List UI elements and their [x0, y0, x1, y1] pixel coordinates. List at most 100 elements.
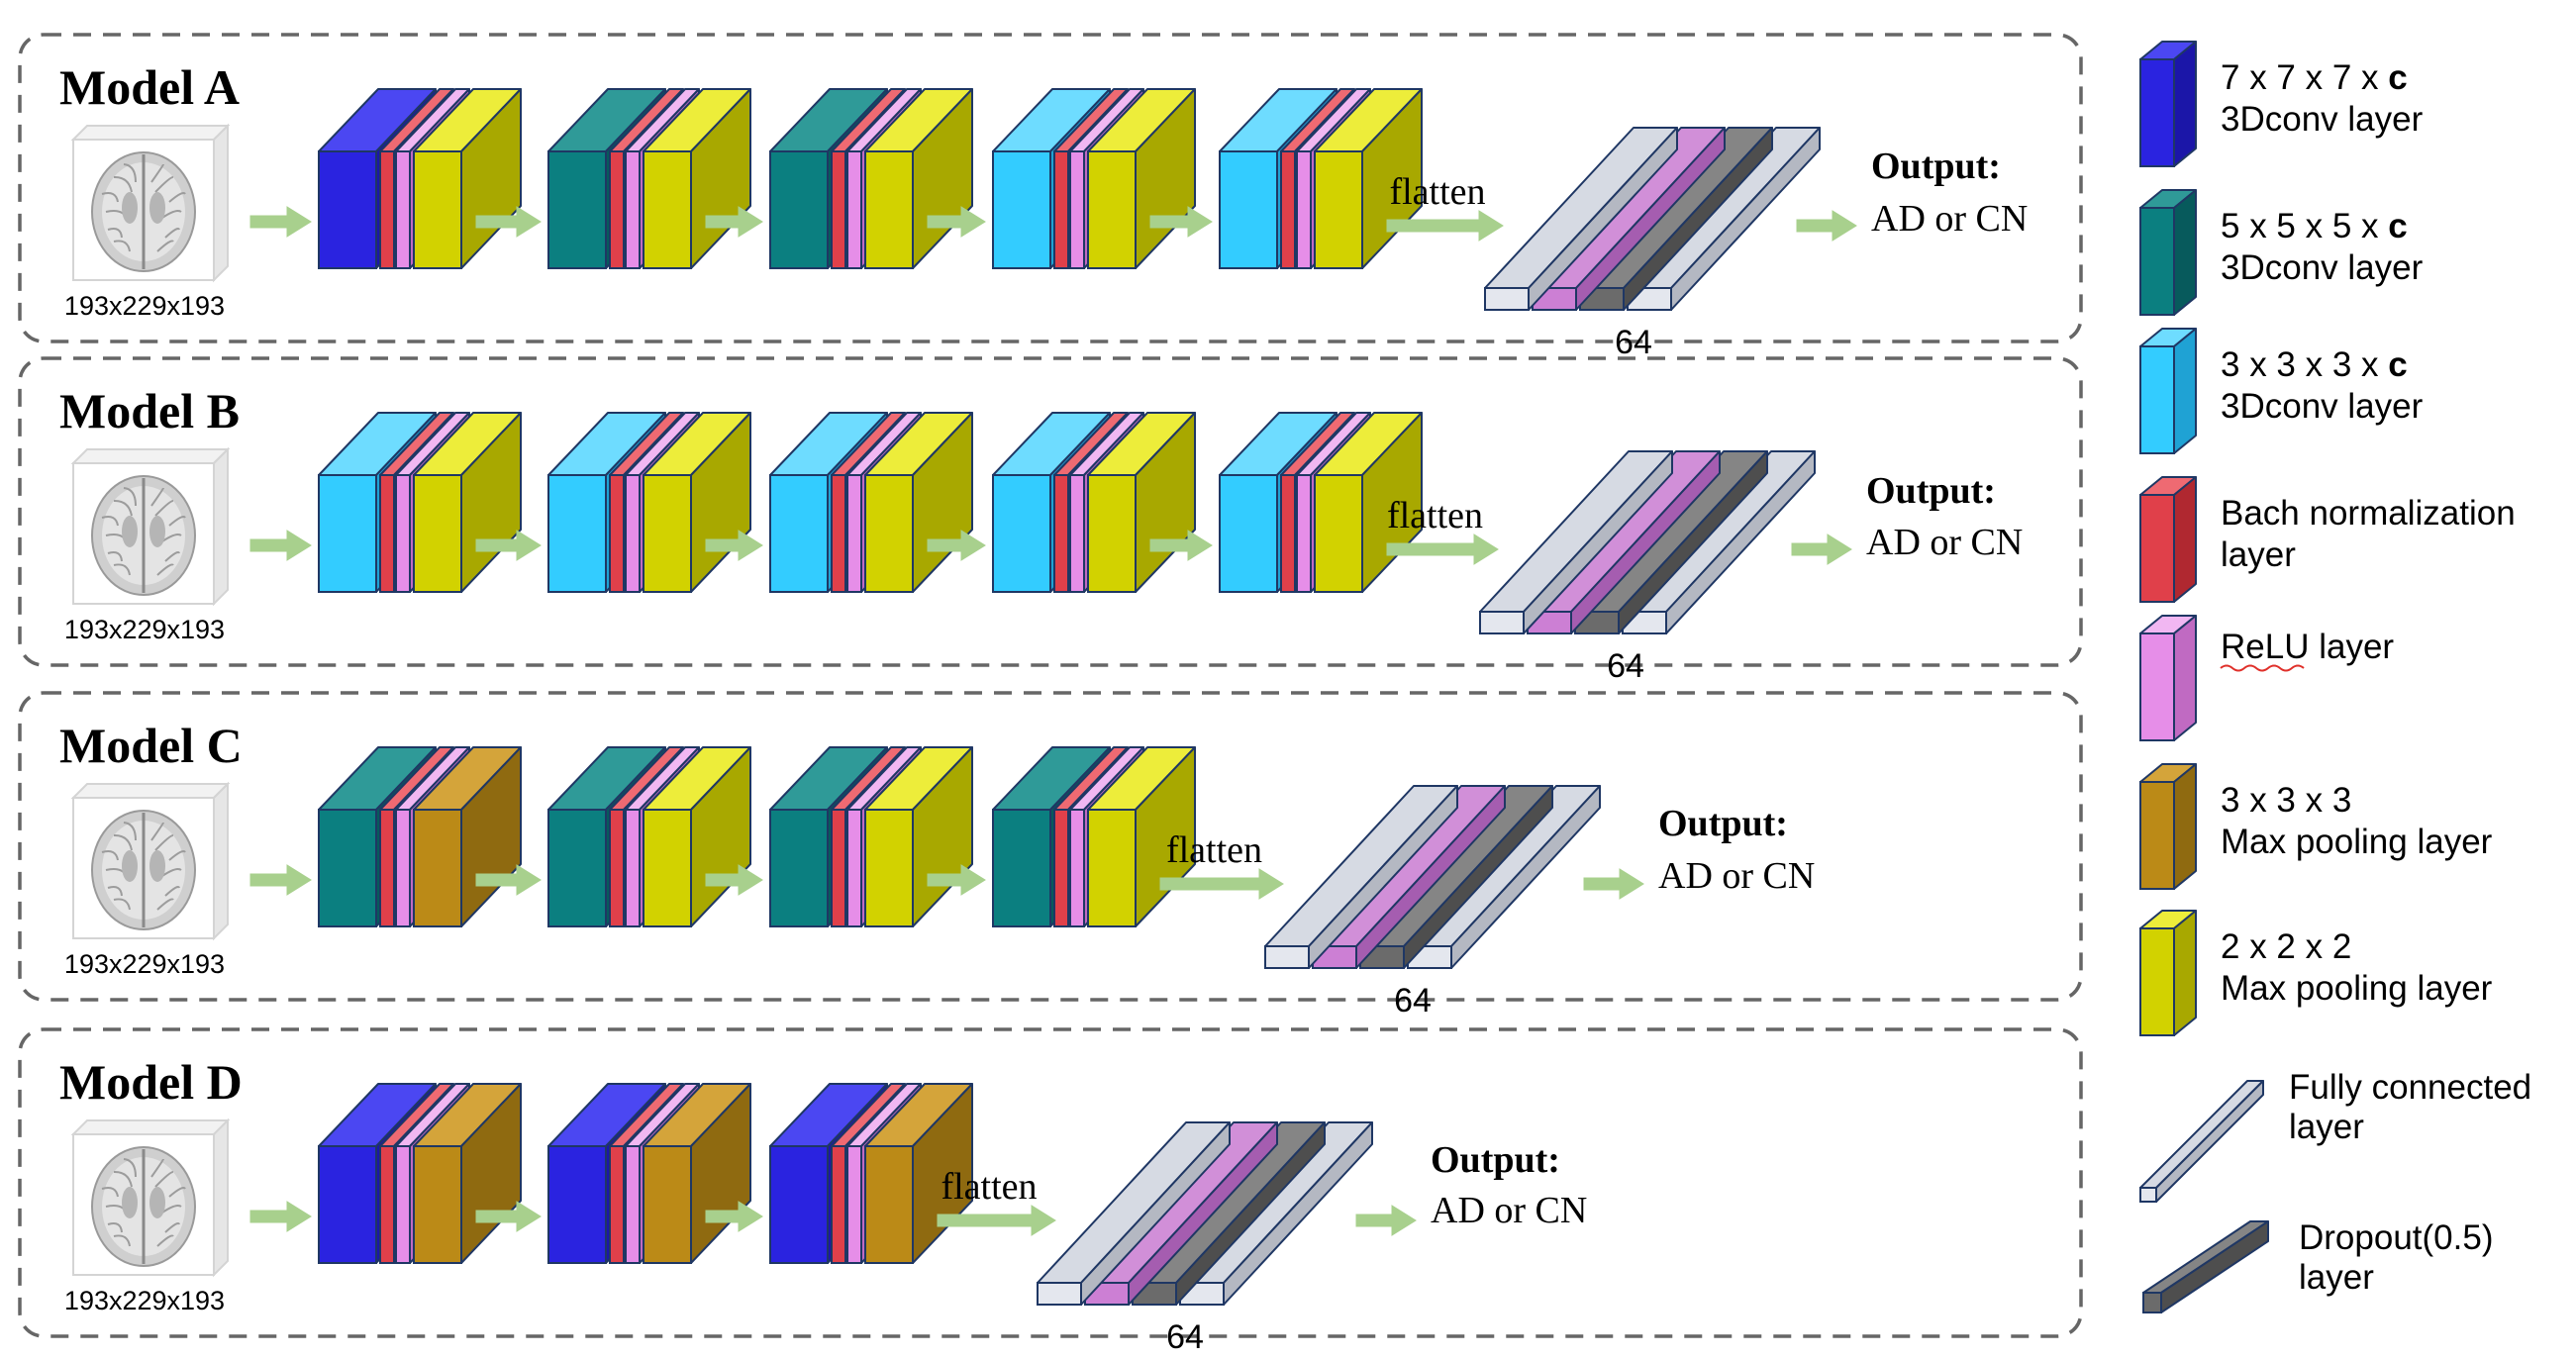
fc-units-label: 64: [1166, 1318, 1204, 1356]
flow-arrow-shape: [475, 864, 542, 896]
brain-fold: [156, 898, 174, 911]
input-size-label: 193x229x193: [64, 949, 225, 979]
conv-block-4: [992, 88, 1196, 269]
conv-block-2-bn-layer-front: [609, 474, 625, 593]
flow-arrow: [475, 206, 542, 238]
conv-block-1: [318, 88, 522, 269]
output-arrow: [1583, 868, 1644, 900]
fc-stack-fc-bar-front: [1479, 611, 1525, 634]
brain-fold: [154, 500, 174, 517]
fc-stack-fc-bar-front: [1484, 287, 1530, 311]
conv-block-1-pool2-layer-front: [413, 474, 462, 593]
conv-block-4-bn-layer-front: [1053, 150, 1069, 269]
flow-arrow: [249, 530, 312, 561]
conv-block-3-relu-layer-front: [846, 150, 862, 269]
conv-block-3-pool3-layer-front: [864, 1145, 914, 1264]
legend-label-line1: 2 x 2 x 2: [2221, 927, 2351, 966]
brain-scan-image: [91, 151, 196, 272]
brain-fold: [113, 898, 131, 911]
conv-block-5-conv3-layer-front: [1219, 150, 1278, 269]
conv-block-1-relu-layer-front: [395, 809, 411, 927]
input-volume: [70, 781, 231, 941]
output-arrow: [1355, 1205, 1417, 1236]
conv-block-1-pool3-layer-front: [413, 1145, 462, 1264]
input-volume-cube-top: [70, 783, 231, 799]
legend-swatch-conv3-side: [2173, 328, 2197, 454]
conv-block-5: [1219, 88, 1423, 269]
flow-arrow-shape: [1149, 206, 1213, 238]
brain-fold: [113, 240, 131, 252]
flatten-label: flatten: [941, 1166, 1037, 1208]
flow-arrow: [705, 530, 763, 561]
flow-arrow: [475, 864, 542, 896]
legend-label-line2: layer: [2299, 1258, 2374, 1297]
legend-swatch-fc-top: [2139, 1080, 2264, 1189]
conv-block-1-conv3-layer-front: [318, 474, 377, 593]
legend-swatch-fc-side: [2155, 1080, 2264, 1203]
conv-block-1-bn-layer-front: [379, 150, 395, 269]
flatten-arrow: [1386, 534, 1499, 565]
output-title: Output:: [1871, 146, 2001, 187]
output-classes: AD or CN: [1431, 1190, 1587, 1231]
brain-fold: [154, 176, 174, 193]
conv-block-3-conv3-layer-front: [769, 474, 829, 593]
conv-block-3-pool2-layer-front: [864, 474, 914, 593]
flow-arrow-shape: [927, 206, 986, 238]
conv-block-3-pool2-layer-front: [864, 809, 914, 927]
legend-label-line2: Max pooling layer: [2221, 969, 2493, 1008]
model-title: Model D: [59, 1054, 243, 1110]
legend-swatch-relu: [2139, 615, 2197, 741]
flow-arrow-shape: [249, 530, 312, 561]
conv-block-5-relu-layer-front: [1296, 474, 1312, 593]
flow-arrow: [249, 206, 312, 238]
flow-arrow-shape: [475, 530, 542, 561]
output-title: Output:: [1431, 1139, 1560, 1181]
conv-block-4-conv3-layer-front: [992, 150, 1051, 269]
legend-swatch-relu-front: [2139, 632, 2175, 741]
legend-label-text: Fully connected: [2289, 1068, 2531, 1107]
brain-fold: [168, 192, 186, 203]
brain-fold: [113, 1170, 133, 1188]
output-arrow: [1791, 534, 1852, 565]
model-title: Model B: [59, 383, 240, 438]
flow-arrow-shape: [705, 530, 763, 561]
conv-block-3-relu-layer-front: [846, 474, 862, 593]
input-volume: [70, 446, 231, 607]
conv-block-3-conv5-layer-front: [769, 150, 829, 269]
conv-block-2-conv5-layer-front: [547, 150, 607, 269]
conv-block-3-relu-layer-front: [846, 1145, 862, 1264]
legend-label-text: 7 x 7 x 7 x: [2221, 58, 2388, 97]
flow-arrow: [705, 1201, 763, 1232]
legend-swatch-conv5: [2139, 189, 2197, 316]
conv-block-5-pool2-layer-front: [1314, 150, 1363, 269]
brain-fold: [168, 516, 186, 527]
output-classes: AD or CN: [1871, 198, 2028, 240]
input-volume-cube-side: [213, 781, 229, 941]
flow-arrow-shape: [1149, 530, 1213, 561]
brain-fold: [150, 163, 164, 183]
conv-block-2-relu-layer-front: [625, 474, 641, 593]
input-size-label: 193x229x193: [64, 1286, 225, 1315]
brain-fold: [123, 487, 137, 507]
brain-fold: [107, 228, 123, 239]
flatten-arrow-shape: [1386, 534, 1499, 565]
output-classes: AD or CN: [1658, 855, 1815, 897]
fc-stack: [1037, 1121, 1373, 1306]
legend-label-text: 2 x 2 x 2: [2221, 927, 2351, 966]
conv-block-2-bn-layer-front: [609, 150, 625, 269]
legend-label-text: 3 x 3 x 3: [2221, 781, 2351, 820]
brain-fold: [154, 834, 174, 851]
conv-block-5-bn-layer-front: [1280, 474, 1296, 593]
flow-arrow-shape: [475, 1201, 542, 1232]
model-d-panel: Model D 193x229x193 flatten 64 Output: AD or …: [18, 1027, 2083, 1356]
legend-label-line2: layer: [2289, 1108, 2364, 1146]
conv-block-2-conv5-layer-front: [547, 809, 607, 927]
input-volume-cube-side: [213, 1117, 229, 1278]
legend-item-relu: ReLU layer: [2139, 615, 2394, 741]
input-volume-cube-top: [70, 448, 231, 464]
